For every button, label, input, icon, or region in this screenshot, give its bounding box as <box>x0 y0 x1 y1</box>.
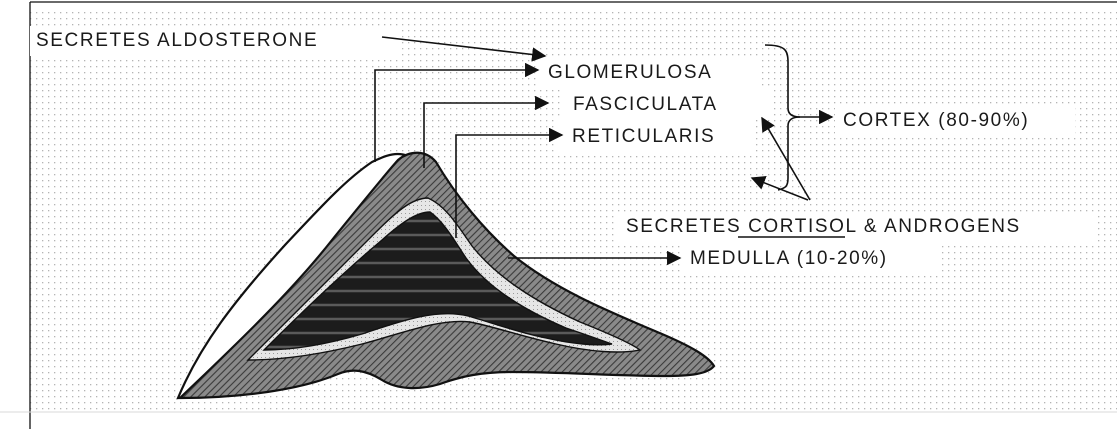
label-glomerulosa: GLOMERULOSA <box>548 62 712 83</box>
label-cortisol-suffix: & ANDROGENS <box>857 216 1021 237</box>
label-fasciculata: FASCICULATA <box>573 94 718 115</box>
label-medulla: MEDULLA (10-20%) <box>690 248 888 269</box>
label-cortex: CORTEX (80-90%) <box>843 110 1029 131</box>
label-cortisol-prefix: SECRETES <box>626 216 748 237</box>
label-secretes-cortisol-androgens: SECRETES CORTISOL & ANDROGENS <box>626 216 1021 237</box>
label-cortisol-word: CORTISOL <box>748 216 857 237</box>
label-secretes-aldosterone: SECRETES ALDOSTERONE <box>36 30 318 51</box>
label-reticularis: RETICULARIS <box>572 126 715 147</box>
